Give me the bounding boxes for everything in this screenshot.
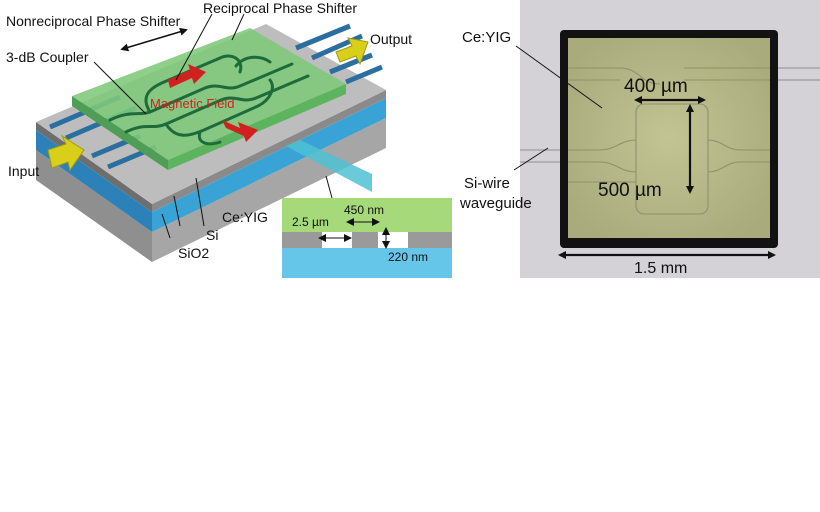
label-500um: 500 µm (598, 180, 662, 201)
label-2-5um: 2.5 µm (292, 215, 329, 229)
output-arrow (335, 37, 369, 66)
label-450nm: 450 nm (344, 203, 384, 217)
leader-lines (93, 13, 333, 239)
label-output: Output (370, 31, 412, 47)
chip-face (568, 38, 770, 238)
input-arrow (47, 134, 85, 172)
mzi-waveguides (108, 54, 310, 146)
label-220nm: 220 nm (388, 250, 428, 264)
cross-section-gap-2 (378, 232, 408, 248)
ceyig-slab-front (72, 96, 168, 170)
ceyig-leader (515, 45, 603, 109)
cross-section-inset: 450 nm 2.5 µm 220 nm (282, 198, 452, 278)
device-schematic: Nonreciprocal Phase Shifter Reciprocal P… (6, 0, 412, 262)
chip-circuit (568, 67, 770, 215)
si-right-face (152, 90, 386, 212)
si-wire-leader (513, 147, 549, 171)
cross-section-sio2-layer (282, 248, 452, 278)
nonreciprocal-double-arrow (120, 27, 188, 52)
si-wire-waveguide-lines (520, 67, 820, 163)
sio2-right-face (152, 98, 386, 232)
label-si-wire-1: Si-wire (464, 175, 510, 192)
label-input: Input (8, 163, 39, 179)
label-sio2: SiO2 (178, 245, 209, 261)
label-1-5mm: 1.5 mm (634, 260, 687, 277)
cross-section-si-layer (282, 232, 452, 248)
label-si: Si (206, 227, 218, 243)
magnetic-field-arrows (168, 64, 258, 142)
label-coupler: 3-dB Coupler (6, 49, 89, 65)
cross-section-ceyig-layer (282, 198, 452, 232)
ceyig-slab-right (168, 84, 346, 170)
label-400um: 400 µm (624, 76, 688, 97)
label-nonreciprocal: Nonreciprocal Phase Shifter (6, 13, 181, 29)
label-si-wire-2: waveguide (459, 195, 532, 212)
substrate-front-face (36, 150, 152, 262)
micrograph-panel: Ce:YIG 400 µm 500 µm Si-wire waveguide 1… (459, 0, 820, 278)
cross-section-callout (286, 140, 372, 192)
label-ceyig-right: Ce:YIG (462, 29, 511, 46)
cross-section-gap-1 (322, 232, 352, 248)
label-reciprocal: Reciprocal Phase Shifter (203, 0, 357, 16)
label-magnetic-field: Magnetic Field (150, 96, 235, 111)
label-ceyig-left: Ce:YIG (222, 209, 268, 225)
